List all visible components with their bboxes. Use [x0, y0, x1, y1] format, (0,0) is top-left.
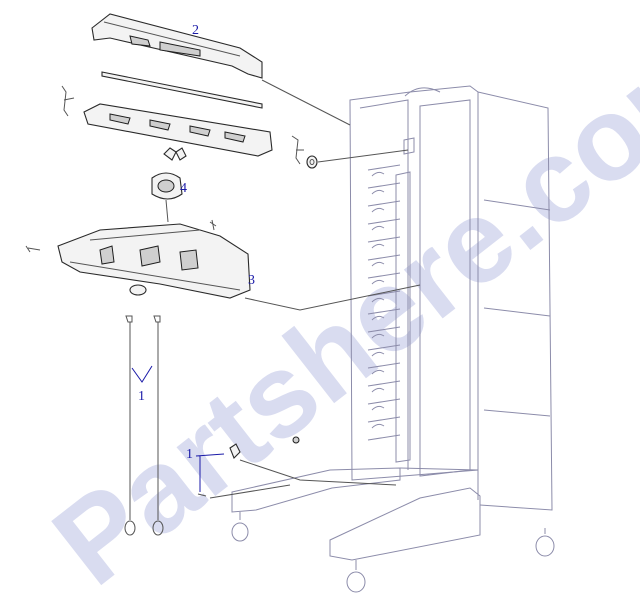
left-bracket — [61, 85, 75, 117]
stacker-cabinet — [231, 85, 555, 593]
guide-rail — [83, 103, 273, 157]
callout-leaders — [131, 365, 225, 492]
tray-slots — [367, 164, 401, 441]
callout-2: 2 — [192, 23, 199, 38]
callout-4: 4 — [180, 181, 187, 196]
assembly-leader-lines — [209, 79, 421, 499]
watermark-text: Partshere.com — [30, 2, 640, 611]
callout-3: 3 — [248, 273, 255, 288]
screws — [25, 219, 300, 444]
clip-parts — [163, 147, 187, 161]
cable-assemblies — [124, 315, 241, 536]
callout-1-sensor: 1 — [186, 447, 193, 462]
callout-1-cables: 1 — [138, 389, 145, 404]
part-3-main-assembly — [57, 223, 251, 299]
shaft-rod — [101, 71, 263, 109]
right-bracket — [291, 135, 318, 169]
watermark: Partshere.com — [30, 2, 640, 611]
part-2-top-cover — [91, 13, 263, 79]
part-4-motor — [151, 172, 183, 223]
